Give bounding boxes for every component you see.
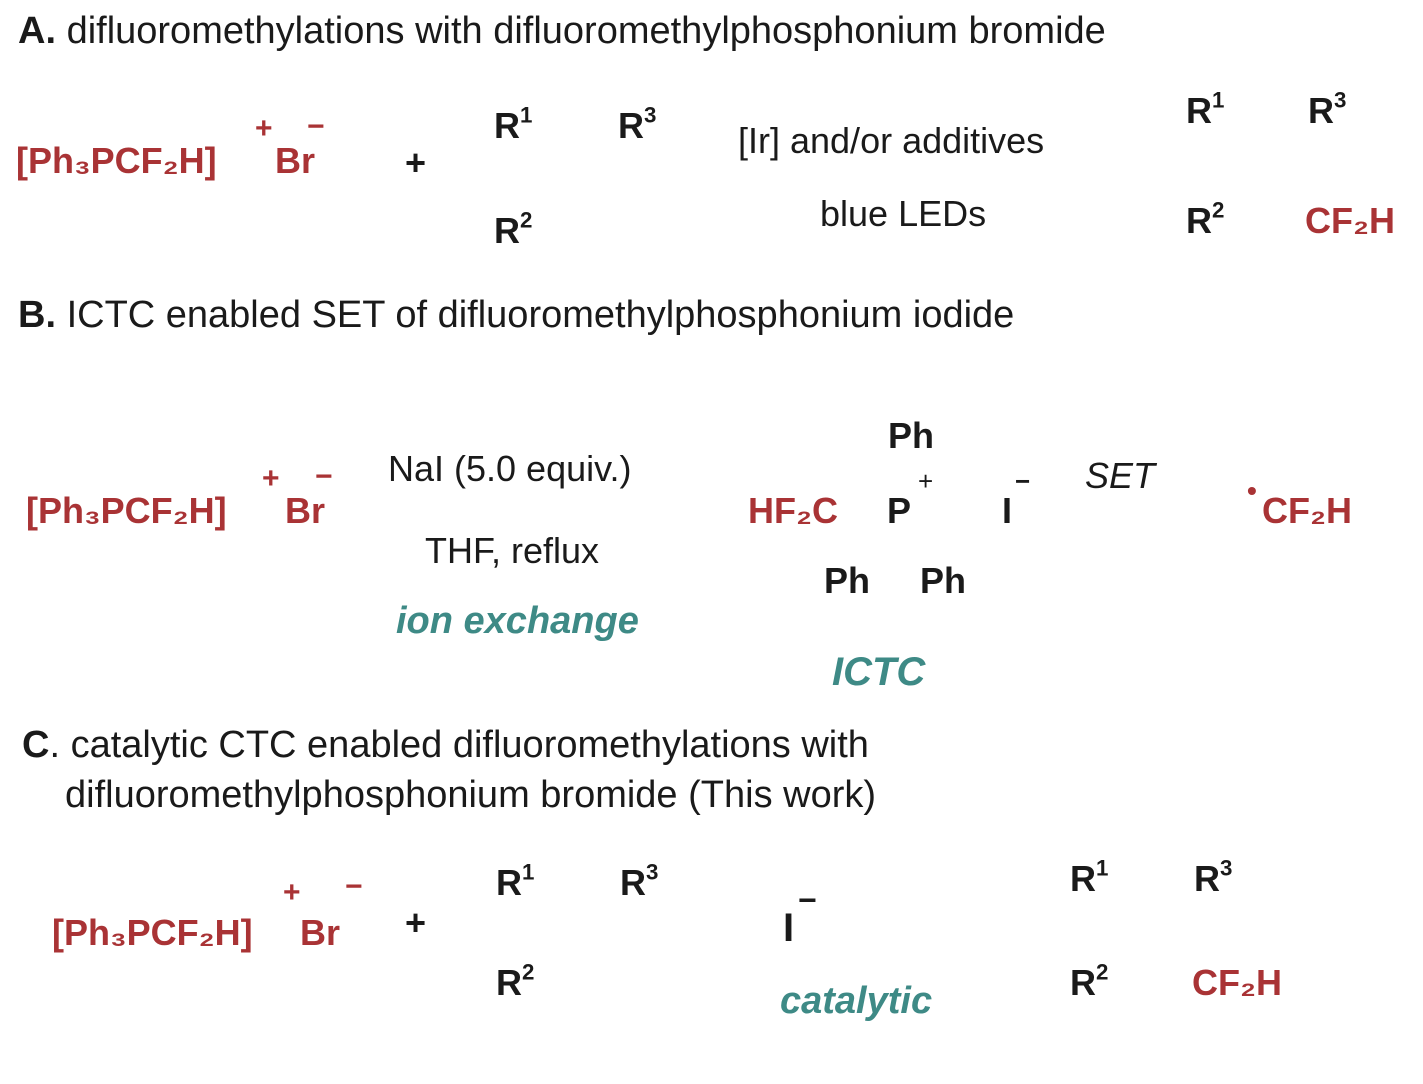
panel-a-heading: A. difluoromethylations with difluoromet… [18,10,1106,53]
panel-a-reagent: [Ph₃PCF₂H] [16,140,217,181]
panel-b-heading: B. ICTC enabled SET of difluoromethylpho… [18,294,1014,337]
panel-a-r3: R3 [618,102,657,146]
panel-c-r3: R3 [620,859,659,903]
panel-a-alkene-bonds [516,133,626,206]
panel-b-counterion: Br [285,490,326,531]
panel-c-product-bonds [1092,896,1207,967]
panel-a-letter: A. [18,10,56,52]
panel-a-plus-sign: + [405,142,427,183]
panel-a-product-r3: R3 [1308,87,1347,131]
panel-a-plus-charge: + [255,112,273,145]
panel-c-reagent: [Ph₃PCF₂H] [52,912,253,953]
panel-c-plus-charge: + [283,876,301,909]
catalyst-cycle-arrowhead [758,874,782,894]
panel-c-heading-line1: C. catalytic CTC enabled difluoromethyla… [22,724,869,767]
complex-iodide: I [1002,490,1013,531]
complex-minus-charge: − [1015,466,1031,496]
complex-interaction-dot [934,505,944,515]
panel-b-minus-charge: − [315,460,333,493]
catalyst-charge: − [798,882,817,918]
panel-c-product-cf2h: CF₂H [1192,962,1282,1003]
panel-c-alkene-bonds [518,890,628,961]
panel-c-plus-sign: + [405,902,427,943]
set-label: SET [1085,455,1156,496]
catalyst-iodide: I [783,906,795,950]
panel-c-title-line2: difluoromethylphosphonium bromide (This … [65,774,877,816]
panel-c-bulb-icon [860,877,946,947]
complex-plus-charge: + [918,466,934,496]
panel-a-product-cf2h: CF₂H [1305,200,1395,241]
panel-c-title-line1: . catalytic CTC enabled difluoromethylat… [49,724,869,766]
panel-c-product-r2: R2 [1070,959,1109,1003]
panel-b-plus-charge: + [262,462,280,495]
panel-a-counterion: Br [275,140,316,181]
panel-a-product-r1: R1 [1186,87,1225,131]
panel-c-product-r3: R3 [1194,855,1233,899]
complex-ph-top: Ph [888,415,935,456]
panel-a-minus-charge: − [307,110,325,143]
panel-a-r2: R2 [494,207,533,251]
panel-b-condition-bottom: THF, reflux [425,530,600,571]
complex-ph-right: Ph [920,560,967,601]
panel-b-ion-exchange-label: ion exchange [396,600,639,642]
ictc-label: ICTC [832,650,926,694]
panel-a-title: difluoromethylations with difluoromethyl… [66,10,1106,52]
panel-c-r1: R1 [496,859,535,903]
panel-b-letter: B. [18,294,56,336]
complex-ph-left: Ph [824,560,871,601]
panel-b-bulb-icon [960,364,1046,434]
panel-b-title: ICTC enabled SET of difluoromethylphosph… [66,294,1015,336]
panel-a-condition-bottom: blue LEDs [820,193,987,234]
panel-b-product-cf2h: CF₂H [1262,490,1352,531]
panel-a-condition-top: [Ir] and/or additives [738,120,1045,161]
panel-c-counterion: Br [300,912,341,953]
panel-c-minus-charge: − [345,870,363,903]
catalytic-label: catalytic [780,980,933,1022]
panel-b-condition-top: NaI (5.0 equiv.) [388,448,632,489]
panel-c-r2: R2 [496,959,535,1003]
panel-c-product-r1: R1 [1070,855,1109,899]
panel-a-product-bonds [1206,128,1322,202]
panel-a-r1: R1 [494,102,533,146]
panel-b-product-dot: • [1247,475,1257,506]
complex-hf2c: HF₂C [748,490,838,531]
panel-c-letter: C [22,724,50,766]
panel-a-product-r2: R2 [1186,197,1225,241]
complex-phosphorus: P [887,490,912,531]
panel-b-reagent: [Ph₃PCF₂H] [26,490,227,531]
complex-hash-bond [871,530,897,568]
